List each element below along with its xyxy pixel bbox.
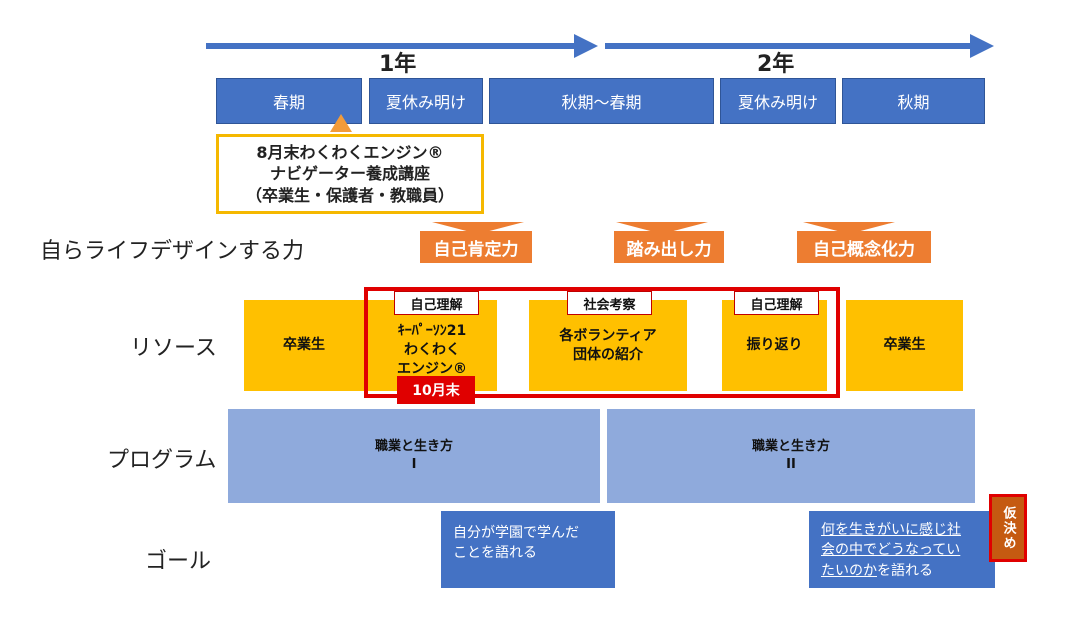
callout-line-1: 8月末わくわくエンジン® [256, 142, 444, 162]
period-autumn: 秋期 [842, 78, 985, 124]
tentative-badge: 仮決め [989, 494, 1027, 562]
goal-2: 何を生きがいに感じ社 会の中でどうなってい たいのかを語れる [809, 511, 995, 588]
callout-pointer [330, 114, 352, 132]
callout-line-2: ナビゲーター養成講座 [269, 164, 430, 184]
period-after-summer-2: 夏休み明け [720, 78, 836, 124]
program-career-1: 職業と生き方 I [228, 409, 600, 503]
navigator-course-callout: 8月末わくわくエンジン® ナビゲーター養成講座 （卒業生・保護者・教職員） [216, 134, 484, 214]
goal-2-line-2: 会の中でどうなってい [821, 542, 961, 559]
period-autumn-spring: 秋期〜春期 [489, 78, 714, 124]
focus-frame [364, 287, 840, 398]
program-2-number: II [786, 457, 796, 472]
volunteer-line-1: 各ボランティア [559, 327, 657, 344]
tag-self-understanding-2: 自己理解 [734, 291, 819, 315]
keeper-line-3: エンジン® [397, 360, 467, 377]
goal-1: 自分が学園で学んだ ことを語れる [441, 511, 615, 588]
year-1-label: 1年 [379, 52, 417, 77]
period-after-summer-1: 夏休み明け [369, 78, 483, 124]
goal-2-line-3-tail: を語れる [877, 562, 933, 579]
goal-1-line-2: ことを語れる [453, 545, 537, 562]
year-2-label: 2年 [757, 52, 795, 77]
program-career-2: 職業と生き方 II [607, 409, 975, 503]
tag-october-end: 10月末 [397, 376, 475, 404]
program-2-title: 職業と生き方 [751, 438, 830, 454]
resource-reflection: 振り返り [722, 300, 827, 391]
program-1-title: 職業と生き方 [374, 438, 453, 454]
goal-1-line-1: 自分が学園で学んだ [453, 525, 579, 541]
goal-2-line-3-underlined: たいのか [821, 562, 877, 579]
row-label-program: プログラム [107, 448, 217, 473]
row-label-goal: ゴール [145, 549, 212, 574]
keeper-line-1: ｷｰﾊﾟｰｿﾝ21 [397, 323, 467, 340]
goal-2-line-1: 何を生きがいに感じ社 [821, 522, 961, 538]
resource-alumni-1: 卒業生 [244, 300, 364, 391]
row-label-ability: 自らライフデザインする力 [40, 239, 305, 264]
volunteer-line-2: 団体の紹介 [573, 346, 643, 363]
tag-self-understanding-1: 自己理解 [394, 291, 479, 315]
resource-keeper-waku: ｷｰﾊﾟｰｿﾝ21 わくわく エンジン® [367, 300, 497, 391]
keeper-line-2: わくわく [404, 342, 460, 359]
row-label-resource: リソース [130, 336, 217, 361]
resource-alumni-2: 卒業生 [846, 300, 963, 391]
program-1-number: I [411, 457, 417, 472]
callout-line-3: （卒業生・保護者・教職員） [245, 185, 454, 205]
resource-volunteer: 各ボランティア 団体の紹介 [529, 300, 687, 391]
tag-social-study: 社会考察 [567, 291, 652, 315]
